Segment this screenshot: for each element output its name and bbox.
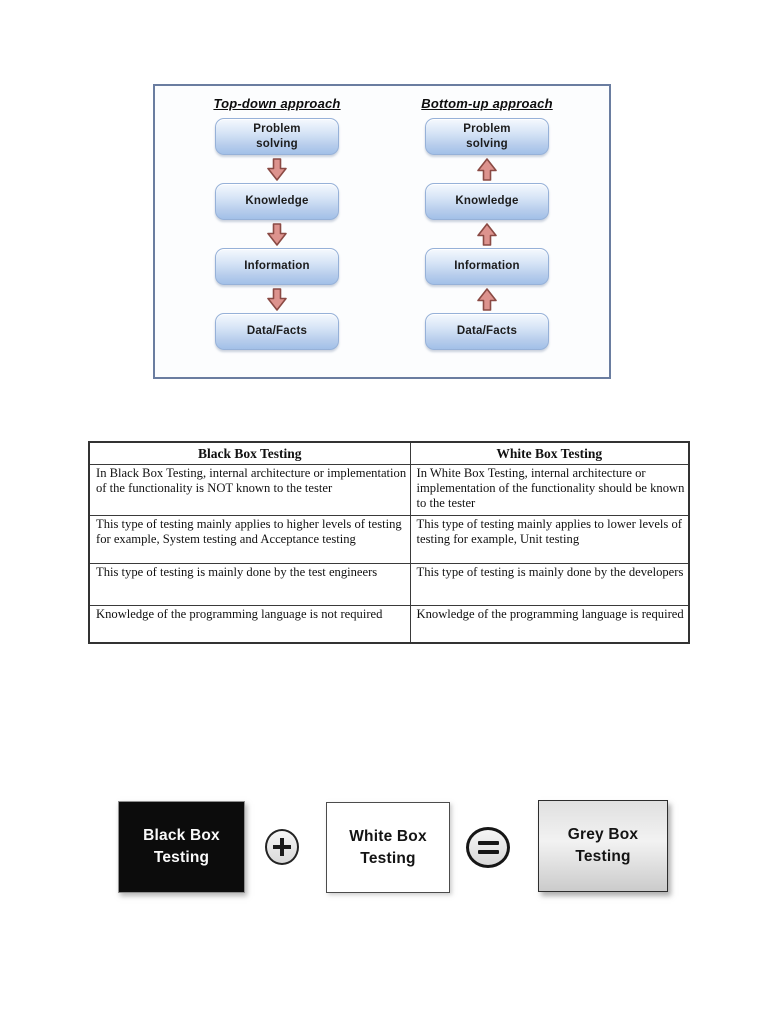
down-arrow-icon — [267, 220, 287, 248]
table-cell: Knowledge of the programming language is… — [88, 604, 411, 644]
table-row: This type of testing mainly applies to h… — [88, 514, 690, 564]
table-cell: This type of testing mainly applies to l… — [409, 514, 690, 564]
table-cell: In White Box Testing, internal architect… — [409, 464, 690, 516]
up-arrow-icon — [477, 220, 497, 248]
white-box-testing-box: White Box Testing — [326, 802, 450, 893]
table-header-black-box: Black Box Testing — [88, 441, 411, 465]
bottom-up-box-knowledge: Knowledge — [425, 183, 549, 220]
table-header-row: Black Box Testing White Box Testing — [88, 441, 690, 465]
grey-box-testing-box: Grey Box Testing — [538, 800, 668, 892]
top-down-title: Top-down approach — [213, 96, 341, 111]
equals-icon — [466, 827, 510, 868]
top-down-box-knowledge: Knowledge — [215, 183, 339, 220]
table-row: In Black Box Testing, internal architect… — [88, 464, 690, 516]
up-arrow-icon — [477, 155, 497, 183]
bottom-up-box-information: Information — [425, 248, 549, 285]
table-row: Knowledge of the programming language is… — [88, 604, 690, 644]
top-down-box-problem-solving: Problem solving — [215, 118, 339, 155]
down-arrow-icon — [267, 285, 287, 313]
table-cell: In Black Box Testing, internal architect… — [88, 464, 411, 516]
black-box-testing-box: Black Box Testing — [118, 801, 245, 893]
top-down-column: Top-down approach Problem solving Knowle… — [213, 96, 341, 377]
top-down-box-information: Information — [215, 248, 339, 285]
table-cell: This type of testing is mainly done by t… — [88, 562, 411, 606]
plus-icon — [265, 829, 299, 865]
down-arrow-icon — [267, 155, 287, 183]
table-header-white-box: White Box Testing — [409, 441, 690, 465]
approach-diagram: Top-down approach Problem solving Knowle… — [153, 84, 611, 379]
bottom-up-column: Bottom-up approach Problem solving Knowl… — [421, 96, 553, 377]
bottom-up-box-data-facts: Data/Facts — [425, 313, 549, 350]
table-cell: This type of testing is mainly done by t… — [409, 562, 690, 606]
top-down-box-data-facts: Data/Facts — [215, 313, 339, 350]
bottom-up-box-problem-solving: Problem solving — [425, 118, 549, 155]
table-cell: Knowledge of the programming language is… — [409, 604, 690, 644]
table-row: This type of testing is mainly done by t… — [88, 562, 690, 606]
table-cell: This type of testing mainly applies to h… — [88, 514, 411, 564]
bottom-up-title: Bottom-up approach — [421, 96, 553, 111]
up-arrow-icon — [477, 285, 497, 313]
black-vs-white-box-table: Black Box Testing White Box Testing In B… — [88, 441, 690, 645]
